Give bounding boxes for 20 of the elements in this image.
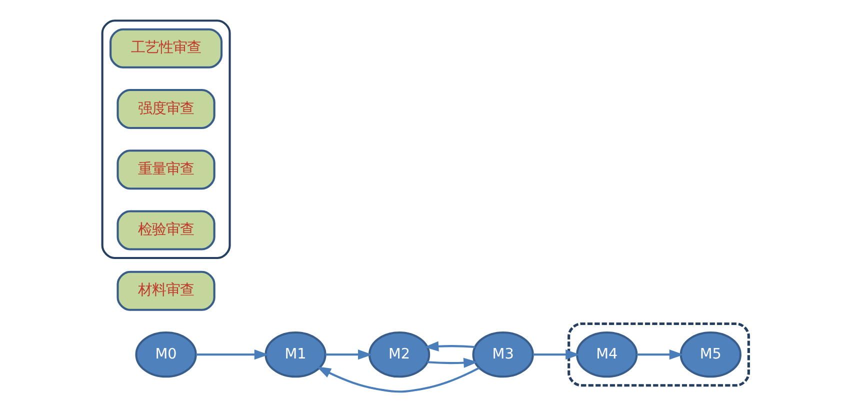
node-ellipse: M2 [368,331,430,378]
arrow [636,350,684,360]
cluster [100,20,230,259]
arrow [324,350,372,360]
node-ellipse: M5 [679,331,741,378]
arrow [424,341,475,352]
node-box: 强度审查 [116,88,215,130]
arrow [316,366,480,393]
node-ellipse: M0 [134,331,196,378]
node-ellipse: M1 [264,331,326,378]
node-box: 材料审查 [116,270,215,311]
node-box: 工艺性审查 [109,28,222,68]
cluster [567,322,750,387]
arrow [195,350,268,360]
arrow [426,358,478,368]
node-ellipse: M3 [472,331,534,378]
node-box: 检验审查 [116,210,215,250]
node-ellipse: M4 [576,331,638,378]
node-box: 重量审查 [116,150,215,190]
arrow [532,350,580,360]
